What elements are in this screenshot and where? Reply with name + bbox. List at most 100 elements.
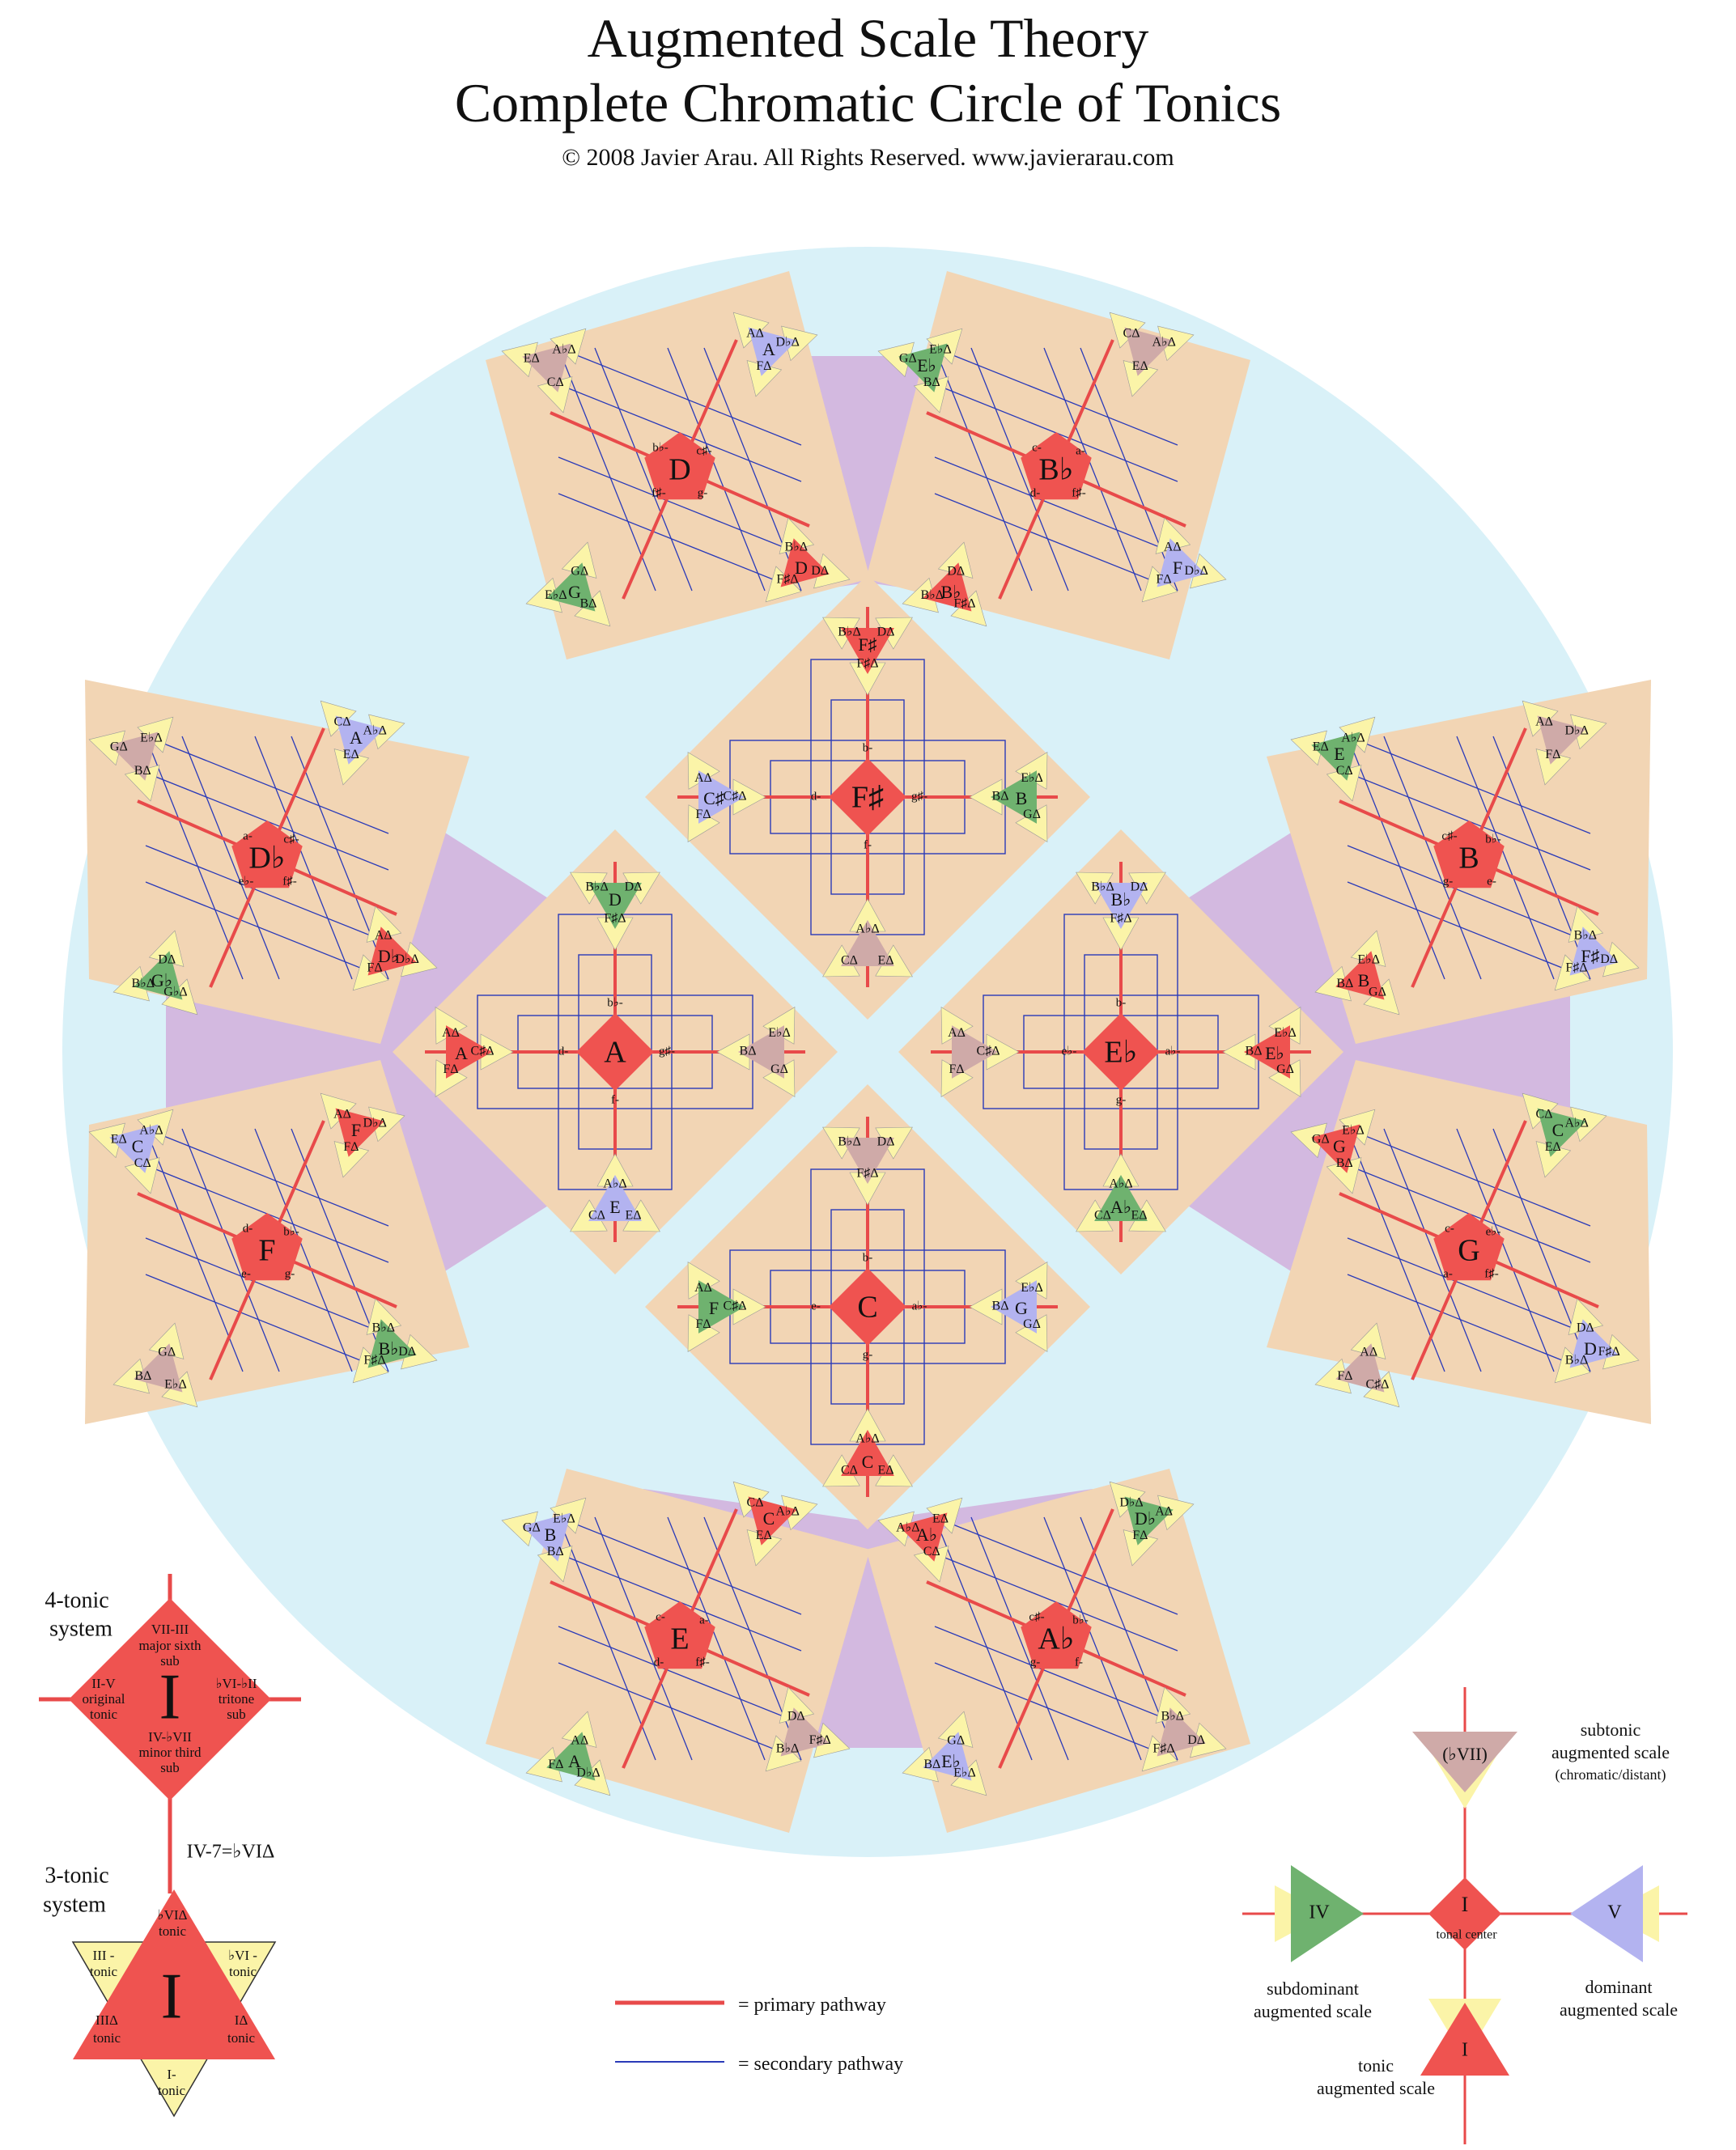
key-sub-text: subdominant: [1267, 1978, 1359, 1999]
port-label: e-: [241, 1267, 251, 1280]
triangle-label: G: [1333, 1136, 1346, 1156]
system4-label: VII-III: [151, 1622, 189, 1637]
secondary-pathway: [181, 1128, 280, 1372]
port-label: c♯-: [1441, 829, 1457, 842]
key-dom-symbol: V: [1607, 1902, 1622, 1923]
augmented-triangle: [109, 732, 159, 781]
triangle-note: AΔ: [746, 327, 764, 341]
tonic-label: C: [857, 1291, 877, 1325]
augmented-triangle: [780, 1707, 830, 1757]
tonic-label: D♭: [248, 842, 285, 876]
secondary-pathway: [254, 736, 353, 980]
triangle-note: GΔ: [523, 1520, 541, 1534]
triangle-note: F♯Δ: [1598, 1345, 1620, 1359]
secondary-pathway: [970, 347, 1069, 592]
triangle-note: EΔ: [1132, 359, 1148, 373]
triangle-note: E♭Δ: [545, 588, 567, 602]
triangle-note: EΔ: [1131, 1209, 1147, 1223]
triangle-note: CΔ: [841, 954, 858, 968]
augmented-triangle: [1124, 327, 1174, 376]
triangle-note: B♭Δ: [1565, 1354, 1589, 1368]
secondary-pathway-label: = secondary pathway: [738, 2054, 903, 2075]
triangle-note: B♭Δ: [1091, 880, 1114, 894]
augmented-triangle: [367, 927, 417, 976]
triangle-note: BΔ: [992, 790, 1009, 804]
triangle-label: D: [795, 558, 808, 578]
triangle-label: E: [609, 1197, 620, 1217]
augmented-triangle: [1244, 1025, 1290, 1079]
system3-label: tonic: [229, 1964, 257, 1979]
triangle-note: F♯Δ: [363, 1354, 385, 1368]
title-line-1: Augmented Scale Theory: [587, 7, 1149, 69]
augmented-triangle: [991, 770, 1037, 824]
system4-label: IV-♭VII: [148, 1729, 192, 1745]
triangle-note: G♭Δ: [163, 986, 187, 999]
port-label: d-: [654, 1656, 664, 1669]
triangle-note: AΔ: [333, 1108, 351, 1122]
secondary-pathway: [1347, 1237, 1591, 1336]
secondary-pathway: [181, 736, 280, 980]
triangle-note: EΔ: [111, 1132, 127, 1146]
tonic-pentagon: [1021, 1601, 1092, 1669]
augmented-triangle: [1124, 1496, 1174, 1546]
port-label: a♭-: [912, 1300, 927, 1312]
triangle-note: BΔ: [579, 597, 596, 611]
triangle-note: EΔ: [343, 748, 359, 761]
triangle-note: GΔ: [1369, 986, 1386, 999]
triangle-note: D♭Δ: [775, 335, 799, 349]
secondary-pathway: [1347, 1128, 1591, 1227]
triangle-label: B♭: [940, 582, 961, 602]
system4-heading: 4-tonic: [45, 1588, 108, 1613]
tonic-label: F: [258, 1234, 275, 1268]
triangle-label: B♭: [1110, 889, 1131, 910]
triangle-note: FΔ: [1156, 573, 1171, 587]
secondary-pathway: [934, 1516, 1178, 1615]
triangle-note: FΔ: [1337, 1369, 1352, 1383]
key-tonic-text: augmented scale: [1317, 2078, 1435, 2098]
port-label: b-: [1116, 996, 1127, 1009]
triangle-note: CΔ: [134, 1156, 151, 1170]
augmented-triangle: [335, 1108, 384, 1157]
system3-label: ♭VIΔ: [158, 1907, 188, 1923]
secondary-pathway: [594, 1516, 693, 1761]
triangle-note: CΔ: [1123, 327, 1140, 341]
triangle-note: DΔ: [947, 564, 965, 578]
panel-triangle: B♭DΔF♯ΔB♭Δ: [902, 541, 987, 627]
secondary-pathway: [1347, 845, 1591, 944]
triangle-note: A♭Δ: [1341, 732, 1365, 745]
tonic-diamond: [829, 758, 906, 836]
port-label: f♯-: [282, 875, 297, 888]
system4-label: major sixth: [139, 1638, 202, 1653]
secondary-pathway: [145, 736, 389, 834]
triangle-note: D♭Δ: [1119, 1496, 1143, 1510]
secondary-pathway: [558, 347, 656, 592]
triangle-note: BΔ: [134, 1369, 151, 1383]
triangle-label: G: [1015, 1298, 1028, 1318]
port-label: a♭-: [1165, 1045, 1181, 1058]
triangle-note: EΔ: [932, 1512, 949, 1526]
triangle-note: C♯Δ: [471, 1045, 494, 1058]
secondary-pathway: [558, 1626, 802, 1724]
triangle-note: GΔ: [1276, 1062, 1294, 1076]
triangle-note: E♭Δ: [953, 1766, 976, 1780]
triangle-label: E♭: [1265, 1043, 1284, 1063]
secondary-pathway: [1383, 1128, 1482, 1372]
port-label: f♯-: [652, 486, 666, 499]
triangle-note: B♭Δ: [921, 588, 944, 602]
triangle-note: F♯Δ: [604, 912, 626, 926]
triangle-note: GΔ: [158, 1345, 176, 1359]
tonic-label: E♭: [1104, 1036, 1137, 1070]
port-label: b♭-: [1072, 1614, 1089, 1626]
